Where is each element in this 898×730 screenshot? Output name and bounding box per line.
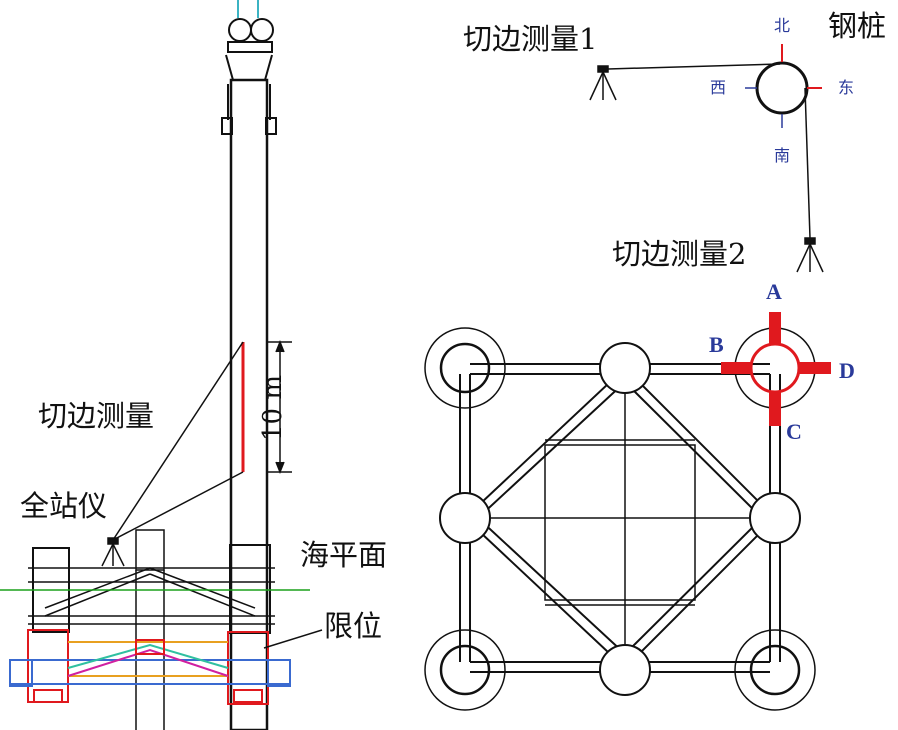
limit-frame	[9, 629, 291, 705]
corner-pile-nw	[424, 327, 506, 409]
ne-pile-markers	[721, 312, 831, 426]
mid-pile-n	[599, 342, 651, 394]
jacket-plan	[424, 312, 831, 711]
sight-line-top	[112, 341, 244, 541]
total-station-tripod	[101, 537, 125, 567]
elevation-view	[0, 0, 323, 730]
label-east: 东	[838, 78, 855, 97]
label-point-d: D	[839, 358, 855, 383]
label-edge-measure: 切边测量	[38, 399, 155, 433]
label-measure-2: 切边测量2	[612, 237, 747, 271]
limit-pointer	[263, 629, 323, 649]
label-point-a: A	[766, 279, 782, 304]
steel-pile-plan-circle	[755, 61, 809, 115]
tripod-2	[796, 237, 824, 273]
mid-pile-w	[439, 492, 491, 544]
plan-measurement	[589, 44, 824, 273]
mid-pile-s	[599, 644, 651, 696]
corner-pile-se	[734, 629, 816, 711]
label-point-b: B	[709, 332, 724, 357]
label-dim-10m: 10 m	[258, 374, 289, 442]
label-limit: 限位	[324, 609, 383, 643]
label-west: 西	[710, 78, 727, 97]
mid-pile-e	[749, 492, 801, 544]
label-south: 南	[774, 146, 791, 165]
tripod-1	[589, 65, 617, 101]
label-total-station: 全站仪	[20, 489, 108, 523]
dimension-10m	[268, 339, 292, 475]
sight-line-1	[607, 63, 781, 70]
label-north: 北	[774, 16, 791, 35]
sight-line-bottom	[112, 471, 244, 541]
label-steel-pile: 钢桩	[828, 9, 887, 43]
label-point-c: C	[786, 419, 802, 444]
pile-hammer	[221, 0, 277, 135]
label-sea-level: 海平面	[300, 538, 388, 572]
sight-line-2	[804, 87, 811, 239]
label-measure-1: 切边测量1	[463, 22, 598, 56]
corner-pile-sw	[424, 629, 506, 711]
